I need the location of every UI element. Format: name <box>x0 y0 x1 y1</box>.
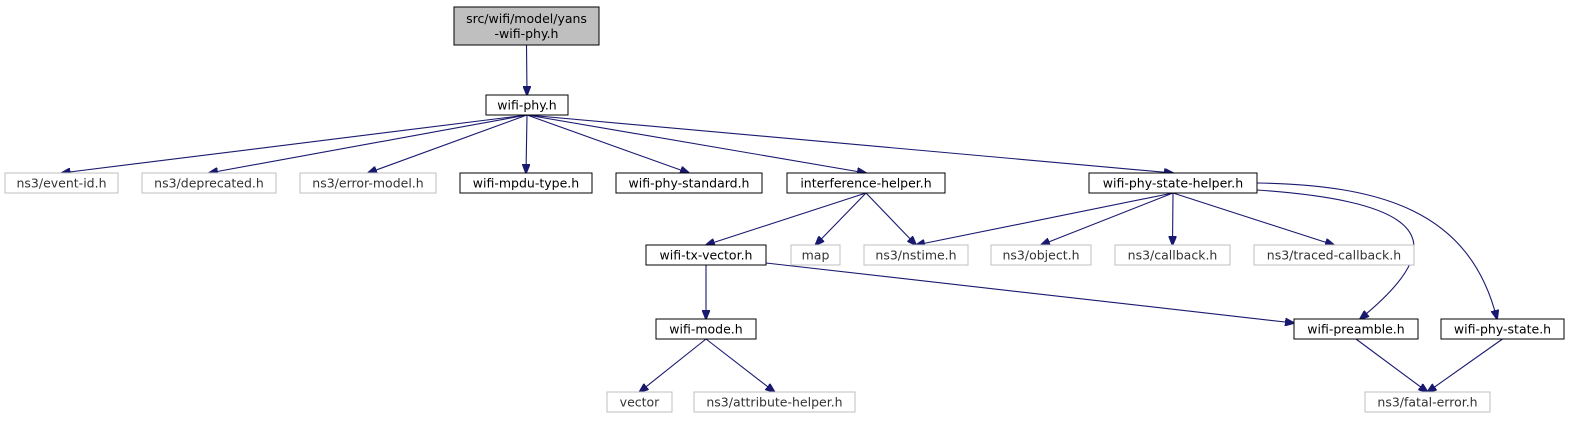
edge-interference-helper-to-wifi-tx-vector <box>706 192 867 245</box>
edge-wifi-phy-state-helper-to-wifi-phy-state <box>1256 182 1497 319</box>
node-object: ns3/object.h <box>990 244 1092 266</box>
node-box <box>1440 318 1565 340</box>
edges-layer <box>62 44 1503 392</box>
node-label: ns3/error-model.h <box>312 176 423 191</box>
node-yans-wifi-phy[interactable]: src/wifi/model/yans-wifi-phy.h <box>453 6 600 46</box>
node-box <box>4 172 119 194</box>
node-box <box>990 244 1092 266</box>
node-callback: ns3/callback.h <box>1114 244 1231 266</box>
edge-yans-wifi-phy-to-wifi-phy <box>527 44 528 95</box>
node-box <box>141 172 277 194</box>
edge-wifi-phy-to-error-model <box>368 114 528 173</box>
node-traced-callback: ns3/traced-callback.h <box>1253 244 1415 266</box>
node-vector: vector <box>606 391 673 413</box>
node-box <box>786 172 946 194</box>
edge-wifi-phy-to-deprecated <box>209 114 528 173</box>
edge-wifi-phy-to-wifi-phy-state-helper <box>526 114 1173 173</box>
node-wifi-phy[interactable]: wifi-phy.h <box>485 94 569 116</box>
node-fatal-error: ns3/fatal-error.h <box>1364 391 1491 413</box>
node-box <box>1253 244 1415 266</box>
edge-wifi-phy-state-helper-to-traced-callback <box>1172 192 1334 245</box>
node-box <box>453 6 600 46</box>
node-label: ns3/callback.h <box>1128 248 1218 263</box>
node-box <box>863 244 969 266</box>
node-label: wifi-tx-vector.h <box>660 248 753 263</box>
node-box <box>1114 244 1231 266</box>
edge-interference-helper-to-map <box>816 192 867 245</box>
node-label: wifi-phy-state.h <box>1454 322 1551 337</box>
node-label: ns3/deprecated.h <box>154 176 264 191</box>
node-box <box>790 244 841 266</box>
node-wifi-mode[interactable]: wifi-mode.h <box>655 318 757 340</box>
edge-wifi-phy-to-event-id <box>62 114 528 173</box>
node-attribute-helper: ns3/attribute-helper.h <box>693 391 856 413</box>
node-label: src/wifi/model/yans <box>466 11 587 26</box>
node-wifi-phy-standard[interactable]: wifi-phy-standard.h <box>615 172 763 194</box>
node-label: wifi-phy.h <box>497 98 556 113</box>
node-box <box>299 172 437 194</box>
node-box <box>645 244 767 266</box>
node-label: map <box>802 248 830 263</box>
edge-wifi-phy-to-interference-helper <box>526 114 866 173</box>
node-label: ns3/fatal-error.h <box>1377 395 1477 410</box>
node-label: interference-helper.h <box>800 176 931 191</box>
edge-interference-helper-to-nstime <box>865 192 916 245</box>
node-box <box>485 94 569 116</box>
node-map: map <box>790 244 841 266</box>
node-interference-helper[interactable]: interference-helper.h <box>786 172 946 194</box>
node-label: wifi-phy-standard.h <box>629 176 750 191</box>
node-label: vector <box>620 395 661 410</box>
nodes-layer: src/wifi/model/yans-wifi-phy.h wifi-phy.h… <box>4 6 1565 413</box>
node-deprecated: ns3/deprecated.h <box>141 172 277 194</box>
node-box <box>606 391 673 413</box>
node-label: wifi-mode.h <box>669 322 742 337</box>
node-box <box>459 172 593 194</box>
node-label: -wifi-phy.h <box>495 26 559 41</box>
node-label: ns3/nstime.h <box>875 248 956 263</box>
edge-wifi-phy-state-to-fatal-error <box>1428 338 1503 392</box>
node-wifi-phy-state-helper[interactable]: wifi-phy-state-helper.h <box>1088 172 1258 194</box>
edge-wifi-mode-to-vector <box>640 338 707 392</box>
edge-wifi-phy-state-helper-to-wifi-preamble <box>1256 189 1415 319</box>
node-label: wifi-phy-state-helper.h <box>1103 176 1243 191</box>
edge-wifi-phy-state-helper-to-callback <box>1173 192 1174 245</box>
edge-wifi-phy-state-helper-to-object <box>1041 192 1174 245</box>
edge-wifi-tx-vector-to-wifi-preamble <box>765 262 1294 323</box>
node-label: wifi-preamble.h <box>1307 322 1404 337</box>
node-label: ns3/event-id.h <box>16 176 106 191</box>
node-box <box>1088 172 1258 194</box>
edge-wifi-phy-to-wifi-mpdu-type <box>526 114 527 173</box>
node-event-id: ns3/event-id.h <box>4 172 119 194</box>
edge-wifi-phy-to-wifi-phy-standard <box>526 114 689 173</box>
node-wifi-mpdu-type[interactable]: wifi-mpdu-type.h <box>459 172 593 194</box>
node-label: ns3/traced-callback.h <box>1267 248 1401 263</box>
node-nstime: ns3/nstime.h <box>863 244 969 266</box>
node-box <box>615 172 763 194</box>
node-box <box>1364 391 1491 413</box>
edge-wifi-preamble-to-fatal-error <box>1355 338 1428 392</box>
edge-wifi-phy-state-helper-to-nstime <box>916 192 1174 245</box>
node-wifi-tx-vector[interactable]: wifi-tx-vector.h <box>645 244 767 266</box>
node-box <box>655 318 757 340</box>
node-label: ns3/object.h <box>1002 248 1079 263</box>
edge-wifi-mode-to-attribute-helper <box>705 338 775 392</box>
node-error-model: ns3/error-model.h <box>299 172 437 194</box>
node-wifi-preamble[interactable]: wifi-preamble.h <box>1293 318 1419 340</box>
node-label: ns3/attribute-helper.h <box>706 395 842 410</box>
node-label: wifi-mpdu-type.h <box>473 176 579 191</box>
node-wifi-phy-state[interactable]: wifi-phy-state.h <box>1440 318 1565 340</box>
node-box <box>1293 318 1419 340</box>
node-box <box>693 391 856 413</box>
